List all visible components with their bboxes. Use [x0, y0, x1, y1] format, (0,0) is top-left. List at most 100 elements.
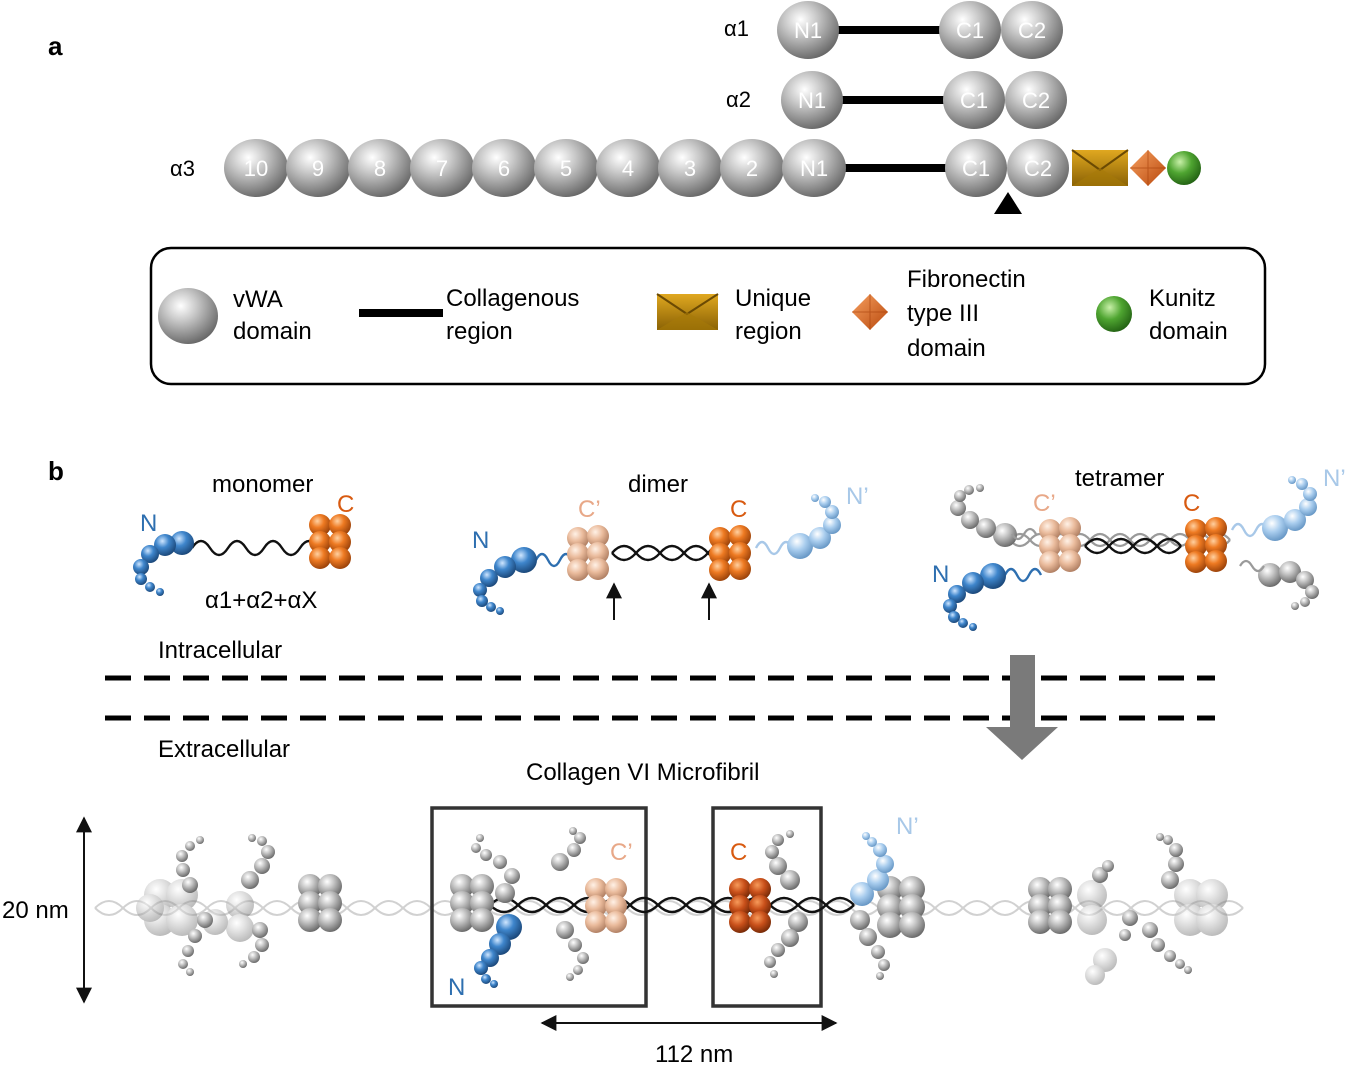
- domain-label: N1: [798, 88, 826, 113]
- domain-label: 2: [746, 156, 758, 181]
- cleavage-site-triangle: [994, 192, 1022, 214]
- alpha3-kunitz-domain: [1167, 151, 1201, 185]
- right-box-gray-arms: [764, 830, 808, 978]
- vwa-domain: [410, 139, 474, 197]
- vwa-domain: [939, 1, 1001, 59]
- domain-label: 9: [312, 156, 324, 181]
- dimer-c-prime-domains: [567, 525, 609, 581]
- dimer-title: dimer: [628, 471, 688, 498]
- extracellular-label: Extracellular: [158, 736, 290, 763]
- legend-fibronectin-icon: [852, 294, 888, 330]
- vwa-domain: [943, 71, 1005, 129]
- vwa-domain: [777, 1, 839, 59]
- monomer-assembly: monomer C N α1+α2+αX: [133, 471, 354, 614]
- dimer-n-linker: [534, 552, 574, 568]
- monomer-n-label: N: [140, 510, 157, 537]
- legend-unique-label-line1: Unique: [735, 285, 811, 312]
- monomer-composition: α1+α2+αX: [205, 587, 317, 614]
- vwa-domain: [782, 139, 846, 197]
- domain-label: N1: [800, 156, 828, 181]
- microfibril-n-domains: [474, 914, 522, 988]
- legend-vwa-label-line2: domain: [233, 318, 312, 345]
- domain-label: C2: [1022, 88, 1050, 113]
- period-scale-label: 112 nm: [655, 1041, 733, 1067]
- domain-label: 10: [244, 156, 268, 181]
- domain-label: C2: [1018, 18, 1046, 43]
- dimer-c-domains: [709, 525, 751, 581]
- microfibril-c-prime-domains: [585, 878, 627, 933]
- microfibril-box-left: [430, 806, 648, 1008]
- domain-label: 4: [622, 156, 634, 181]
- vwa-domain: [472, 139, 536, 197]
- chain-alpha3-label: α3: [170, 156, 195, 181]
- vwa-domain: [945, 139, 1007, 197]
- dimer-c-prime-label: C’: [578, 496, 601, 523]
- alpha3-unique-region: [1071, 149, 1129, 186]
- tetramer-assembly: tetramer C’ C N’ N: [932, 465, 1346, 631]
- tetramer-n-prime-linker: [1230, 522, 1270, 538]
- vwa-domain: [781, 71, 843, 129]
- alpha2-domains: N1 C1 C2: [781, 71, 1067, 129]
- chain-alpha1-label: α1: [724, 16, 749, 41]
- domain-label: 7: [436, 156, 448, 181]
- tetramer-helix-strand: [1084, 537, 1182, 555]
- legend-fibronectin-label-line1: Fibronectin: [907, 266, 1026, 293]
- monomer-c-label: C: [337, 491, 354, 518]
- tetramer-c-prime-domains: [1039, 517, 1081, 573]
- legend-fibronectin-label-line2: type III: [907, 300, 979, 327]
- microfibril-c-domains: [729, 878, 771, 933]
- right-tetramer-arms: [1092, 833, 1192, 974]
- domain-label: 5: [560, 156, 572, 181]
- far-right-gray-c-cluster: [1028, 877, 1072, 934]
- legend-collagenous-label-line1: Collagenous: [446, 285, 579, 312]
- microfibril-assembly: N C’: [94, 806, 1244, 1008]
- legend-kunitz-icon: [1096, 296, 1132, 332]
- tetramer-n-domains: [943, 563, 1006, 631]
- domain-legend: vWA domain Collagenous region Unique reg…: [149, 246, 1267, 386]
- microfibril-n-label: N: [448, 974, 465, 1001]
- microfibril-n-prime-label: N’: [896, 813, 919, 840]
- alpha3-fibronectin-domain: [1130, 150, 1166, 186]
- domain-label: 3: [684, 156, 696, 181]
- tetramer-n-label: N: [932, 561, 949, 588]
- tetramer-n-prime-domains: [1262, 476, 1317, 541]
- dimer-n-label: N: [472, 527, 489, 554]
- domain-label: N1: [794, 18, 822, 43]
- vwa-domain: [596, 139, 660, 197]
- tetramer-n-prime-label: N’: [1323, 465, 1346, 492]
- tetramer-title: tetramer: [1075, 465, 1164, 492]
- monomer-n-domains: [133, 531, 194, 596]
- panel-b-label: b: [48, 456, 64, 486]
- dimer-n-prime-label: N’: [846, 483, 869, 510]
- vwa-domain: [224, 139, 288, 197]
- dimer-assembly: dimer C’ C N’ N: [472, 471, 869, 620]
- faded-tetramer-left: [136, 879, 254, 942]
- vwa-domain: [658, 139, 722, 197]
- tetramer-c-domains: [1185, 517, 1227, 573]
- tetramer-n-linker: [1003, 567, 1043, 583]
- vwa-domain: [348, 139, 412, 197]
- domain-label: C2: [1024, 156, 1052, 181]
- microfibril-c-prime-label: C’: [610, 839, 633, 866]
- legend-collagenous-label-line2: region: [446, 318, 513, 345]
- monomer-title: monomer: [212, 471, 313, 498]
- domain-label: C1: [960, 88, 988, 113]
- tetramer-gray-domains: [950, 484, 1319, 610]
- microfibril-title: Collagen VI Microfibril: [526, 759, 759, 786]
- height-scale-label: 20 nm: [2, 897, 69, 924]
- dimer-n-prime-domains: [787, 494, 841, 559]
- dimer-n-prime-linker: [754, 540, 794, 556]
- chain-alpha2-label: α2: [726, 87, 751, 112]
- domain-label: 8: [374, 156, 386, 181]
- legend-kunitz-label-line1: Kunitz: [1149, 285, 1216, 312]
- legend-vwa-label-line1: vWA: [233, 286, 283, 313]
- alpha1-domains: N1 C1 C2: [777, 1, 1063, 59]
- legend-kunitz-label-line2: domain: [1149, 318, 1228, 345]
- panel-a-label: a: [48, 31, 63, 61]
- microfibril-helix-strand: [489, 896, 855, 914]
- vwa-domain: [1001, 1, 1063, 59]
- domain-label: C1: [962, 156, 990, 181]
- secretion-arrow: [986, 655, 1058, 760]
- monomer-c-domains: [309, 514, 351, 569]
